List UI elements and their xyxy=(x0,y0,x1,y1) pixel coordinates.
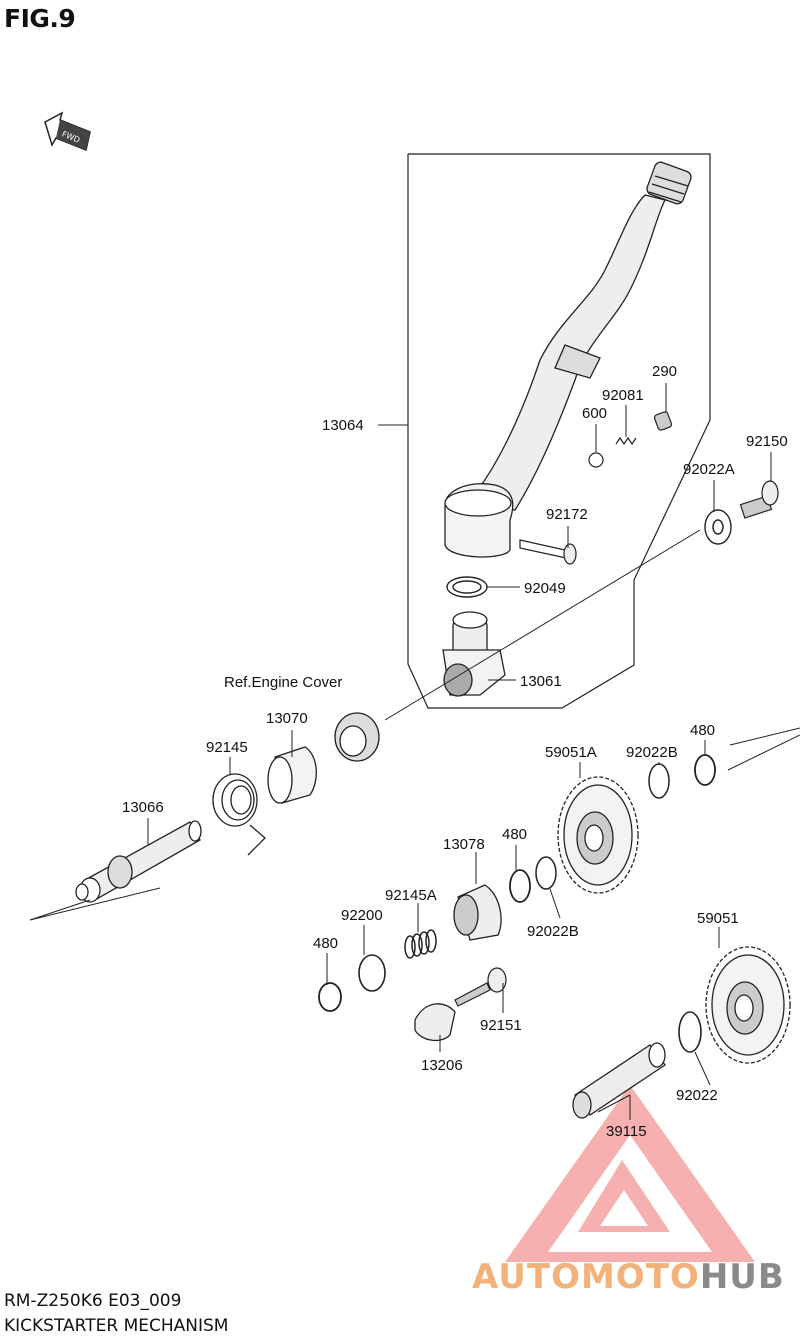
gear-59051A xyxy=(557,776,639,894)
label-92022: 92022 xyxy=(676,1087,718,1104)
circlip-480-mid xyxy=(509,869,531,903)
label-290: 290 xyxy=(652,363,677,380)
fwd-arrow-icon: FWD xyxy=(44,111,91,152)
kick-pedal xyxy=(444,161,692,558)
label-92151: 92151 xyxy=(480,1017,522,1034)
label-39115: 39115 xyxy=(606,1123,647,1140)
label-59051: 59051 xyxy=(697,910,739,927)
washer-92022B-mid xyxy=(535,856,557,890)
bolt-92151 xyxy=(454,967,507,1007)
figure-title: FIG.9 xyxy=(4,4,76,33)
label-13064: 13064 xyxy=(322,417,364,434)
label-92022B-mid: 92022B xyxy=(527,923,579,940)
ratchet-13078 xyxy=(453,884,502,941)
engine-cover-seal xyxy=(334,712,380,762)
label-59051A: 59051A xyxy=(545,744,597,761)
washer-92022A xyxy=(704,509,732,545)
label-92150: 92150 xyxy=(746,433,788,450)
watermark-part1: AUTOMOTO xyxy=(472,1257,700,1297)
label-13078: 13078 xyxy=(443,836,485,853)
label-13070: 13070 xyxy=(266,710,308,727)
kick-shaft-13066 xyxy=(75,820,202,903)
watermark-text: AUTOMOTOHUB xyxy=(472,1257,785,1297)
footer-code: RM-Z250K6 E03_009 xyxy=(4,1291,182,1311)
label-480-mid: 480 xyxy=(502,826,527,843)
ball-600 xyxy=(588,452,604,468)
spring-92145A xyxy=(404,929,437,959)
label-92022A: 92022A xyxy=(683,461,735,478)
label-92081: 92081 xyxy=(602,387,644,404)
watermark-part2: HUB xyxy=(699,1257,785,1297)
bolt-92150 xyxy=(739,480,779,519)
leader-lines xyxy=(147,383,772,1120)
footer-name: KICKSTARTER MECHANISM xyxy=(4,1316,229,1336)
label-600: 600 xyxy=(582,405,607,422)
ball-290 xyxy=(653,411,673,431)
part-labels: 13064 290 92081 600 92150 92022A 92172 9… xyxy=(122,363,788,1140)
guide-13070 xyxy=(267,746,317,804)
lever-13061 xyxy=(442,611,506,697)
oil-seal-92049 xyxy=(446,576,488,598)
circlip-480-upper xyxy=(694,754,716,786)
label-engine-cover: Ref.Engine Cover xyxy=(224,674,342,691)
label-92145: 92145 xyxy=(206,739,248,756)
label-13061: 13061 xyxy=(520,673,562,690)
label-92145A: 92145A xyxy=(385,887,437,904)
label-480-upper: 480 xyxy=(690,722,715,739)
washer-92200 xyxy=(358,954,386,992)
label-92049: 92049 xyxy=(524,580,566,597)
label-13206: 13206 xyxy=(421,1057,463,1074)
watermark-logo-icon xyxy=(505,1085,755,1262)
gear-59051 xyxy=(705,946,791,1064)
label-480-lower: 480 xyxy=(313,935,338,952)
label-13066: 13066 xyxy=(122,799,164,816)
washer-92022 xyxy=(678,1011,702,1053)
label-92022B-upper: 92022B xyxy=(626,744,678,761)
label-92172: 92172 xyxy=(546,506,588,523)
shaft-39115 xyxy=(572,1042,666,1119)
screw-92172 xyxy=(519,539,577,565)
assembly-bracket xyxy=(407,153,711,709)
label-92200: 92200 xyxy=(341,907,383,924)
spring-92145 xyxy=(212,773,266,856)
washer-92022B-upper xyxy=(648,763,670,799)
circlip-480-lower xyxy=(318,982,342,1012)
stopper-13206 xyxy=(414,1003,456,1042)
spring-92081 xyxy=(615,436,637,446)
